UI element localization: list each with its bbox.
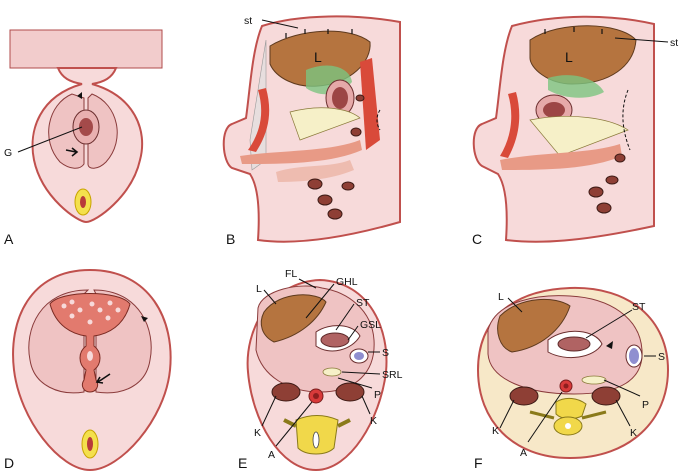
panel-e: FL L GHL ST GSL S SRL P K K A E xyxy=(238,268,403,472)
arrowhead-marker xyxy=(77,92,82,99)
label-gsl: GSL xyxy=(360,319,381,331)
label-st: ST xyxy=(356,297,370,309)
label-s: S xyxy=(382,347,389,359)
arrow-marker xyxy=(65,147,79,157)
label-k-left: K xyxy=(254,427,261,439)
label-p: P xyxy=(642,399,649,411)
arrow-marker xyxy=(95,373,111,384)
label-k-right: K xyxy=(370,415,377,427)
label-liver: L xyxy=(314,49,322,65)
label-l: L xyxy=(256,283,262,295)
label-k-left: K xyxy=(492,425,499,437)
panel-letter-e: E xyxy=(238,455,247,471)
panel-c: st L C xyxy=(472,15,678,247)
label-srl: SRL xyxy=(382,369,403,381)
panel-a: G A xyxy=(4,29,163,247)
label-st: st xyxy=(244,15,252,27)
label-st: st xyxy=(670,37,678,49)
label-a: A xyxy=(268,449,275,461)
panel-letter-f: F xyxy=(474,455,483,471)
label-l: L xyxy=(498,291,504,303)
label-g: G xyxy=(4,147,12,159)
label-ghl: GHL xyxy=(336,276,358,288)
label-liver: L xyxy=(565,49,573,65)
label-p: P xyxy=(374,389,381,401)
label-a: A xyxy=(520,447,527,459)
label-s: S xyxy=(658,351,665,363)
panel-letter-d: D xyxy=(4,455,14,471)
panel-letter-a: A xyxy=(4,231,14,247)
label-fl: FL xyxy=(285,268,297,280)
label-st: ST xyxy=(632,301,646,313)
panel-d: D xyxy=(4,268,172,472)
panel-b: st L B xyxy=(222,15,401,247)
panel-letter-c: C xyxy=(472,231,482,247)
arrowhead-marker xyxy=(606,341,613,349)
panel-letter-b: B xyxy=(226,231,235,247)
label-k-right: K xyxy=(630,427,637,439)
arrowhead-marker xyxy=(141,316,148,322)
panel-f: L ST S P K K A F xyxy=(474,286,670,471)
